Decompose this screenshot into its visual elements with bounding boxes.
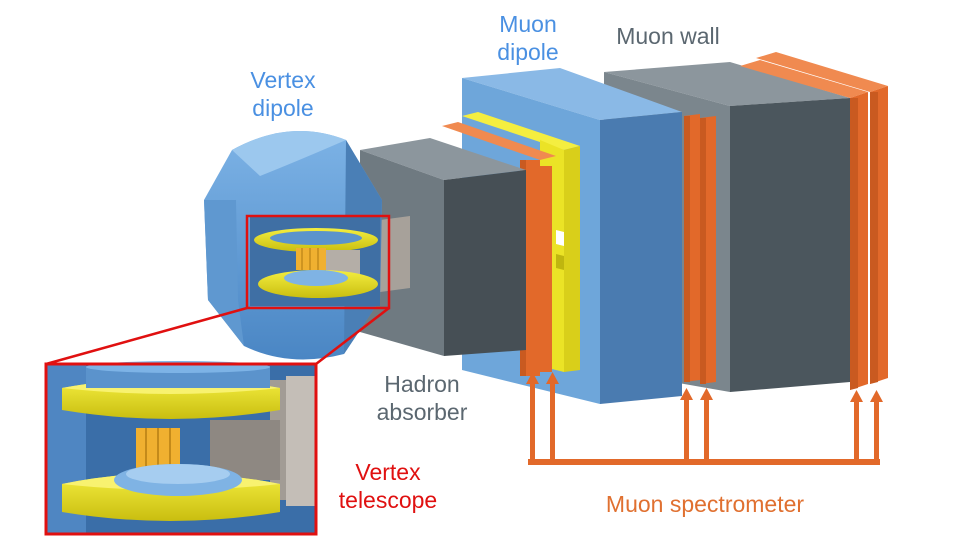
vertex-telescope-planes — [296, 248, 326, 270]
label-vertex-dipole-line1: Vertex — [250, 67, 316, 93]
zoom-inset — [44, 361, 318, 536]
zoom-connectors — [45, 306, 390, 366]
label-vertex-dipole: Vertex dipole — [228, 66, 338, 122]
label-hadron-absorber: Hadron absorber — [352, 370, 492, 426]
label-muon-dipole: Muon dipole — [478, 10, 578, 66]
label-muon-spectrometer-text: Muon spectrometer — [605, 491, 805, 517]
label-muon-spectrometer: Muon spectrometer — [560, 490, 850, 518]
zoom-selection-frame — [245, 214, 391, 310]
label-muon-wall: Muon wall — [598, 22, 738, 50]
label-vertex-telescope-line1: Vertex — [355, 459, 421, 485]
muon-chambers-middle — [684, 114, 716, 384]
zoom-inset-frame — [44, 362, 318, 536]
label-muon-wall-text: Muon wall — [616, 23, 720, 49]
label-muon-dipole-line2: dipole — [497, 39, 559, 65]
label-hadron-line1: Hadron — [384, 371, 460, 397]
label-vertex-telescope-line2: telescope — [338, 487, 438, 513]
label-vertex-dipole-line2: dipole — [252, 95, 314, 121]
label-hadron-line2: absorber — [376, 399, 468, 425]
label-muon-dipole-line1: Muon — [499, 11, 557, 37]
muon-chambers-rear — [740, 52, 888, 390]
label-vertex-telescope: Vertex telescope — [318, 458, 458, 514]
vertex-dipole — [204, 131, 391, 360]
muon-spectrometer-arrows — [526, 372, 883, 465]
